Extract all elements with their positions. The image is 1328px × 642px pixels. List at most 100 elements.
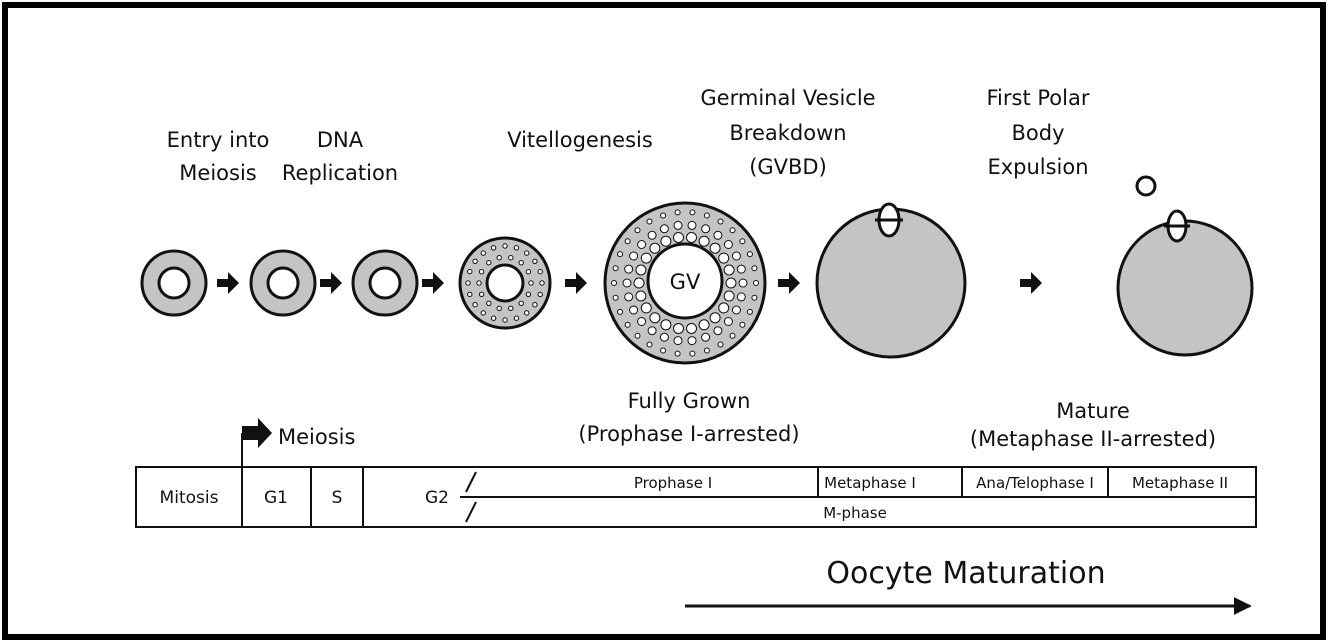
yolk-granule xyxy=(487,301,491,305)
yolk-granule xyxy=(630,252,638,260)
yolk-granule xyxy=(491,246,495,250)
arrow xyxy=(565,272,587,294)
label-entry-into-meiosis-1: Entry into xyxy=(167,128,270,152)
yolk-granule xyxy=(648,231,656,239)
yolk-granule xyxy=(737,293,745,301)
cell-prophase-i: Prophase I xyxy=(634,474,712,492)
yolk-granule xyxy=(740,239,745,244)
yolk-granule xyxy=(636,291,646,301)
yolk-granule xyxy=(497,256,501,260)
yolk-granule xyxy=(650,243,660,253)
yolk-granule xyxy=(529,281,533,285)
yolk-granule xyxy=(491,316,495,320)
cell-mitosis: Mitosis xyxy=(160,488,219,508)
yolk-granule xyxy=(625,265,633,273)
cell-mature xyxy=(1118,177,1252,355)
label-vitellogenesis: Vitellogenesis xyxy=(507,128,653,152)
cell-ana-telophase-i: Ana/Telophase I xyxy=(976,474,1094,492)
yolk-granule xyxy=(509,306,513,310)
yolk-granule xyxy=(635,228,640,233)
yolk-granule xyxy=(699,320,709,330)
yolk-granule xyxy=(533,259,537,263)
yolk-granule xyxy=(754,281,759,286)
yolk-granule xyxy=(732,306,740,314)
yolk-granule xyxy=(514,316,518,320)
yolk-granule xyxy=(525,251,529,255)
yolk-granule xyxy=(726,278,736,288)
yolk-granule xyxy=(737,265,745,273)
yolk-granule xyxy=(724,241,732,249)
yolk-granule xyxy=(533,303,537,307)
yolk-granule xyxy=(468,292,472,296)
label-dna-replication-2: Replication xyxy=(282,161,398,185)
yolk-granule xyxy=(674,337,682,345)
yolk-granule xyxy=(618,309,623,314)
yolk-granule xyxy=(473,259,477,263)
arrow xyxy=(1020,272,1042,294)
yolk-granule xyxy=(526,270,530,274)
yolk-granule xyxy=(613,266,618,271)
yolk-granule xyxy=(688,337,696,345)
cell-3 xyxy=(353,251,417,315)
yolk-granule xyxy=(661,348,666,353)
yolk-granule xyxy=(719,253,729,263)
yolk-granule xyxy=(526,292,530,296)
yolk-granule xyxy=(635,333,640,338)
yolk-granule xyxy=(623,279,631,287)
yolk-granule xyxy=(661,236,671,246)
yolk-granule xyxy=(710,243,720,253)
yolk-granule xyxy=(647,342,652,347)
yolk-granule xyxy=(479,270,483,274)
yolk-granule xyxy=(634,278,644,288)
cell-metaphase-ii: Metaphase II xyxy=(1132,474,1228,492)
yolk-granule xyxy=(540,281,544,285)
yolk-granule xyxy=(648,327,656,335)
yolk-granule xyxy=(740,322,745,327)
yolk-granule xyxy=(688,221,696,229)
yolk-granule xyxy=(613,295,618,300)
yolk-granule xyxy=(647,219,652,224)
polar-body xyxy=(1137,177,1155,195)
yolk-granule xyxy=(650,313,660,323)
yolk-granule xyxy=(525,311,529,315)
arrow xyxy=(320,272,342,294)
yolk-granule xyxy=(509,256,513,260)
yolk-granule xyxy=(497,306,501,310)
yolk-granule xyxy=(538,269,542,273)
cell-fully-grown: GV xyxy=(605,203,765,363)
yolk-granule xyxy=(473,303,477,307)
yolk-granule xyxy=(625,322,630,327)
yolk-granule xyxy=(730,333,735,338)
gv-label: GV xyxy=(670,270,701,294)
yolk-granule xyxy=(702,333,710,341)
yolk-granule xyxy=(687,324,697,334)
mature-2: (Metaphase II-arrested) xyxy=(970,427,1216,451)
yolk-granule xyxy=(699,236,709,246)
yolk-granule xyxy=(674,233,684,243)
yolk-granule xyxy=(732,252,740,260)
yolk-granule xyxy=(714,231,722,239)
yolk-granule xyxy=(481,311,485,315)
yolk-granule xyxy=(724,318,732,326)
oocyte-maturation-label: Oocyte Maturation xyxy=(826,556,1105,591)
label-first-polar-2: Body xyxy=(1011,121,1064,145)
yolk-granule xyxy=(519,261,523,265)
yolk-granule xyxy=(718,219,723,224)
yolk-granule xyxy=(468,269,472,273)
yolk-granule xyxy=(638,241,646,249)
yolk-granule xyxy=(487,261,491,265)
mature-1: Mature xyxy=(1056,399,1130,423)
cell-gvbd xyxy=(817,204,965,357)
yolk-granule xyxy=(702,225,710,233)
cell-g1: G1 xyxy=(264,488,288,508)
yolk-granule xyxy=(730,228,735,233)
yolk-granule xyxy=(704,348,709,353)
cell-1 xyxy=(142,251,206,315)
yolk-granule xyxy=(739,279,747,287)
cell-g2: G2 xyxy=(425,488,449,508)
yolk-granule xyxy=(514,246,518,250)
arrow xyxy=(422,272,444,294)
label-gvbd-3: (GVBD) xyxy=(749,155,827,179)
yolk-granule xyxy=(675,210,680,215)
